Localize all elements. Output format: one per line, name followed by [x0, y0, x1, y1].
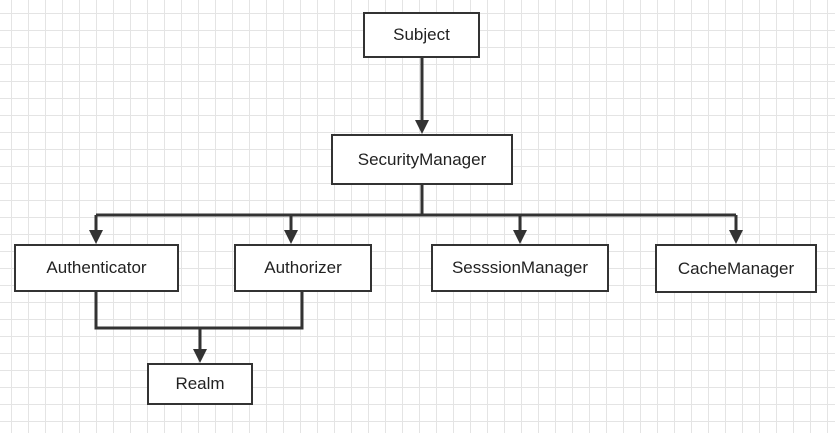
node-session-manager: SesssionManager: [431, 244, 609, 292]
arrowhead-authenticator: [89, 230, 103, 244]
node-security-manager: SecurityManager: [331, 134, 513, 185]
arrowhead-realm: [193, 349, 207, 363]
arrowhead-securitymanager: [415, 120, 429, 134]
node-authorizer: Authorizer: [234, 244, 372, 292]
arrowhead-authorizer: [284, 230, 298, 244]
node-session-manager-label: SesssionManager: [451, 258, 589, 277]
node-realm: Realm: [147, 363, 253, 405]
arrowhead-cachemanager: [729, 230, 743, 244]
arrowhead-sessionmanager: [513, 230, 527, 244]
node-subject: Subject: [363, 12, 480, 58]
node-subject-label: Subject: [393, 25, 450, 44]
node-realm-label: Realm: [175, 374, 225, 393]
node-authorizer-label: Authorizer: [264, 258, 342, 277]
edge-authenticator-authorizer-join: [94, 292, 304, 330]
node-authenticator: Authenticator: [14, 244, 179, 292]
node-security-manager-label: SecurityManager: [357, 149, 487, 169]
node-cache-manager: CacheManager: [655, 244, 817, 293]
node-authenticator-label: Authenticator: [46, 258, 147, 277]
node-cache-manager-label: CacheManager: [677, 258, 795, 278]
